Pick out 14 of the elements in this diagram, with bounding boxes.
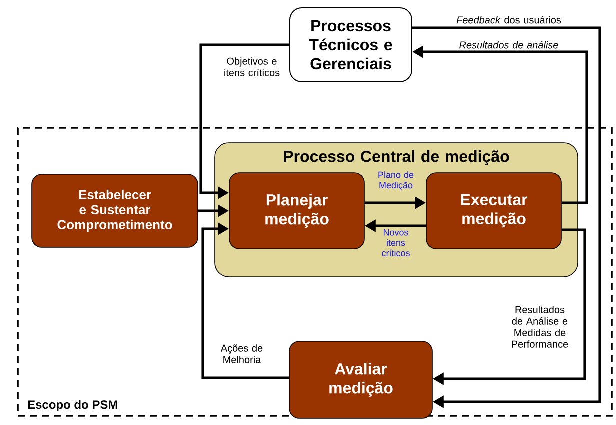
process-box: Planejar medição	[229, 172, 365, 250]
process-box: Avaliar medição	[289, 341, 433, 419]
edge-label: Resultados de Análise e Medidas de Performance	[512, 306, 568, 348]
edge-label: Feedback dos usuários	[456, 16, 562, 24]
edge-label: Objetivos e itens críticos	[224, 58, 280, 76]
edge-label: Novos itens críticos	[382, 230, 410, 256]
edge-label: Plano de Medição	[378, 172, 414, 190]
process-box: Executar medição	[426, 172, 562, 250]
edge-label: Ações de Melhoria	[220, 344, 263, 364]
arrow	[412, 26, 602, 408]
arrow	[202, 222, 290, 380]
process-box: Estabelecer e Sustentar Comprometimento	[32, 174, 198, 248]
edge-label: Resultados de análise	[460, 41, 558, 49]
process-box: Processos Técnicos e Gerenciais	[290, 8, 412, 82]
